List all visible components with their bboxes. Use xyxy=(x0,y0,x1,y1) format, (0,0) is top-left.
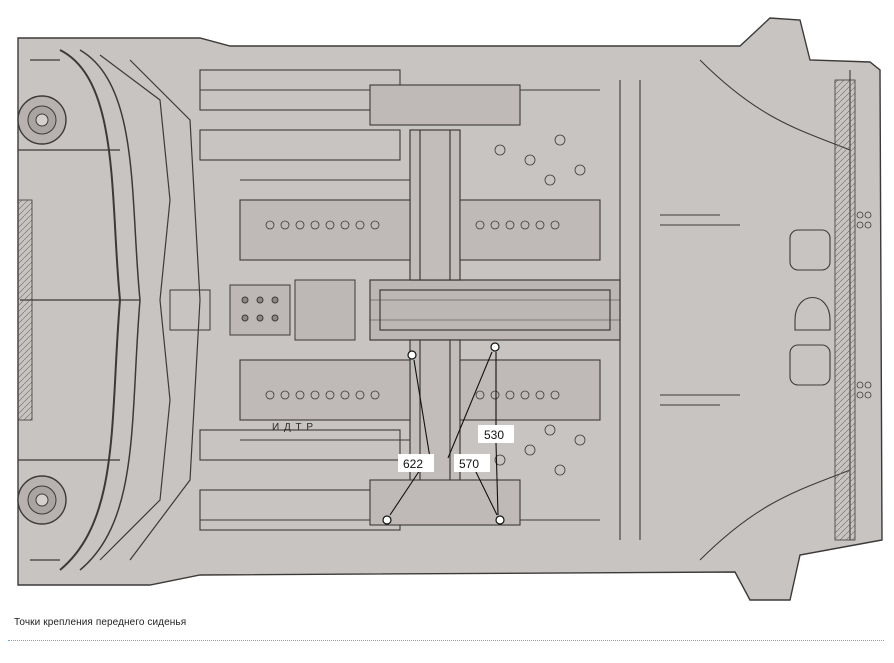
mount-point-rear-right xyxy=(495,515,505,525)
front-right-hub xyxy=(17,475,67,525)
label-570: 570 xyxy=(459,457,479,471)
callout-leaders xyxy=(389,351,499,516)
rear-hole-grid xyxy=(856,211,872,399)
front-crossmember-detail xyxy=(169,279,356,341)
figure-caption: Точки крепления переднего сиденья xyxy=(14,617,187,628)
rear-bumper-strip xyxy=(834,79,856,541)
front-strip xyxy=(17,199,33,421)
label-622: 622 xyxy=(403,457,423,471)
mount-point-front-left xyxy=(407,350,417,360)
front-subframe xyxy=(18,49,201,571)
car-underbody-diagram: И Д Т Р 622 570 530 xyxy=(17,17,883,601)
seat-cross-members xyxy=(239,84,601,526)
floor-stamp-text: И Д Т Р xyxy=(272,422,314,433)
mount-point-front-right xyxy=(490,342,500,352)
mount-point-markers xyxy=(382,342,505,525)
floor-holes xyxy=(265,134,586,476)
label-530: 530 xyxy=(484,428,504,442)
caption-divider xyxy=(8,640,884,641)
mount-point-rear-left xyxy=(382,515,392,525)
front-left-hub xyxy=(17,95,67,145)
